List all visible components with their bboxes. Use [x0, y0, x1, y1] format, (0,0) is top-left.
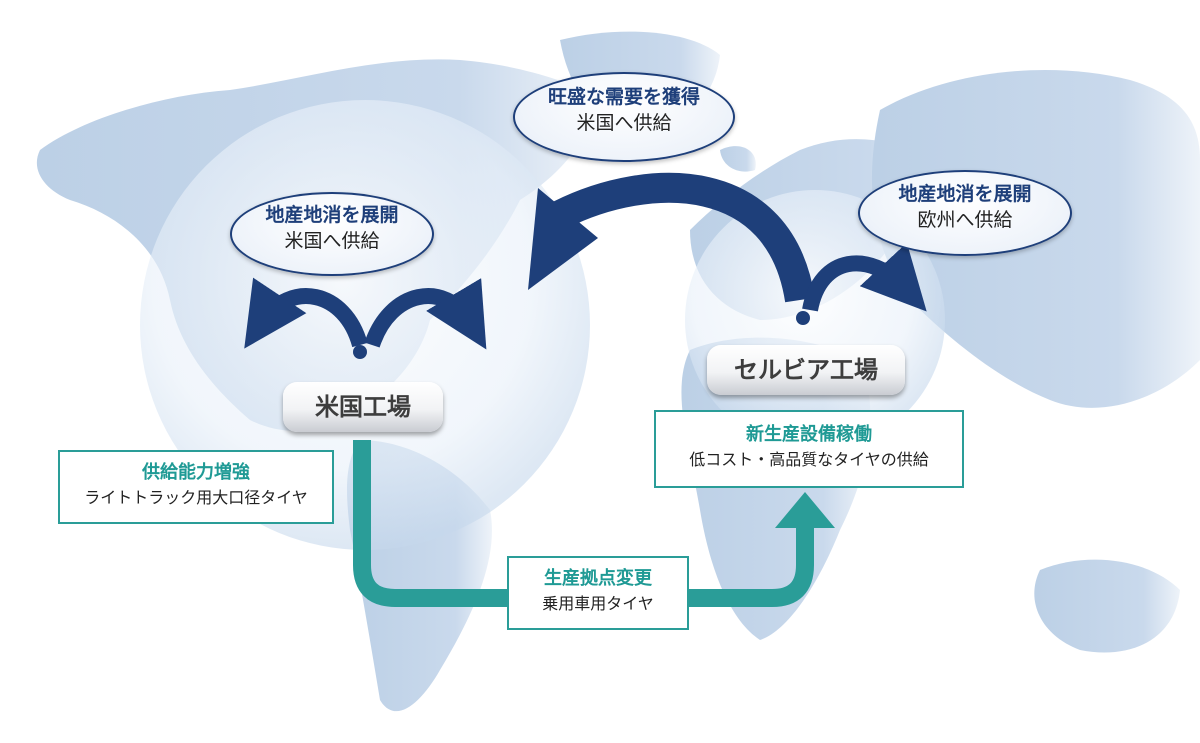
bubble-eu-text: 欧州へ供給	[917, 209, 1013, 231]
export-arrow-shaft	[553, 172, 815, 303]
relocation-text: 乗用車用タイヤ	[542, 594, 654, 613]
supply-capacity-text: ライトトラック用大口径タイヤ	[84, 488, 308, 507]
new-equipment-text: 低コスト・高品質なタイヤの供給	[689, 450, 929, 469]
bubble-top-text: 米国へ供給	[576, 112, 672, 134]
us-factory-dot	[353, 345, 367, 359]
new-equipment-box: 新生産設備稼働 低コスト・高品質なタイヤの供給	[654, 410, 964, 488]
bubble-us-local: 地産地消を展開 米国へ供給	[230, 192, 434, 276]
us-right-arrow	[364, 278, 487, 350]
export-arrow-head	[528, 188, 598, 290]
relocation-arrow-head	[775, 492, 835, 528]
bubble-top-demand: 旺盛な需要を獲得 米国へ供給	[513, 72, 735, 162]
bubble-us-title: 地産地消を展開	[265, 204, 399, 226]
bubble-eu-local: 地産地消を展開 欧州へ供給	[858, 170, 1072, 256]
supply-capacity-box: 供給能力増強 ライトトラック用大口径タイヤ	[58, 450, 334, 524]
bubble-eu-title: 地産地消を展開	[898, 183, 1032, 205]
us-factory-label: 米国工場	[283, 382, 443, 432]
supply-capacity-title: 供給能力増強	[142, 462, 250, 483]
serbia-factory-label: セルビア工場	[707, 345, 905, 395]
bubble-top-title: 旺盛な需要を獲得	[547, 86, 700, 108]
new-equipment-title: 新生産設備稼働	[746, 424, 872, 445]
bubble-us-text: 米国へ供給	[284, 230, 380, 252]
relocation-box: 生産拠点変更 乗用車用タイヤ	[507, 556, 689, 630]
us-left-arrow	[244, 277, 368, 349]
eu-right-arrow	[802, 242, 927, 312]
serbia-factory-dot	[796, 311, 810, 325]
relocation-title: 生産拠点変更	[544, 568, 652, 589]
